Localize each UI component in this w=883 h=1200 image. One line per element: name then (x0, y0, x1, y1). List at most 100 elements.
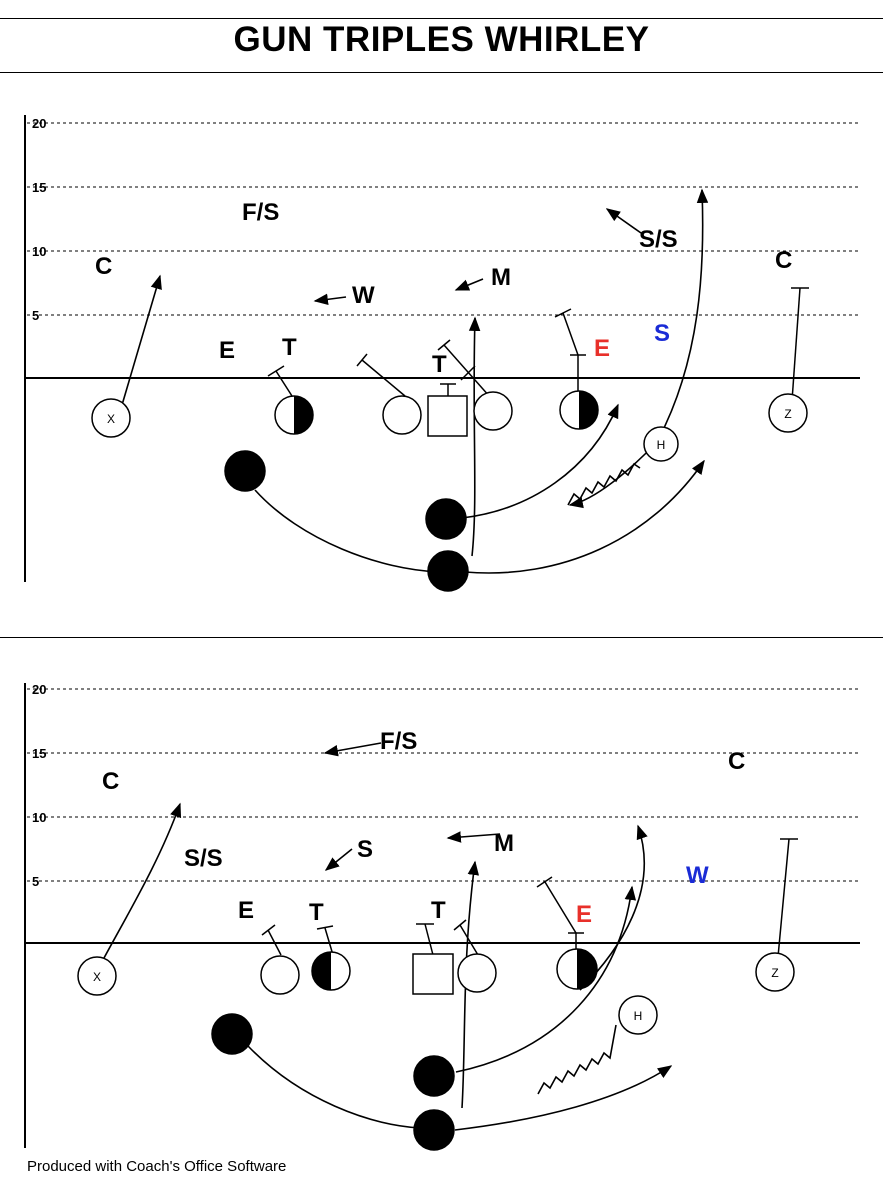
tackle-half-fill (579, 391, 598, 429)
yard-label: 20 (32, 116, 46, 131)
player-label: Z (771, 966, 778, 980)
yard-label: 5 (32, 308, 39, 323)
footer-credit: Produced with Coach's Office Software (27, 1158, 287, 1175)
defender-label: E (219, 337, 235, 364)
receiver-z (755, 952, 795, 992)
defender-label: S/S (184, 845, 223, 872)
block-line (443, 344, 491, 398)
route-back-sweep (254, 489, 441, 573)
route-h (657, 188, 709, 441)
receiver-h (643, 426, 679, 462)
defender-label: E (576, 901, 592, 928)
title-bottom-rule (0, 72, 883, 73)
defender-label: T (431, 897, 446, 924)
defender-label: M (494, 830, 514, 857)
receiver-x (91, 398, 131, 438)
defender-drop-arrow (446, 831, 501, 843)
block-line (562, 312, 579, 356)
tackle-half-fill (577, 949, 597, 989)
defender-label: T (432, 351, 447, 378)
defender-label: W (686, 862, 709, 889)
back-filled (413, 1055, 455, 1097)
yard-label: 10 (32, 244, 46, 259)
block-line (459, 924, 479, 956)
play-panel-1: 20 15 10 5 C F/S S/S C W M E T T E S (24, 115, 860, 592)
title-bar: GUN TRIPLES WHIRLEY (0, 0, 883, 75)
player-label: X (107, 412, 115, 426)
route-pitch (464, 459, 705, 574)
route-qb-run (468, 316, 481, 557)
block-line (267, 929, 282, 956)
route-x (103, 802, 182, 959)
guard (260, 955, 300, 995)
receiver-h (618, 995, 658, 1035)
yard-label: 15 (32, 180, 46, 195)
defender-label: W (352, 282, 375, 309)
defender-label: S (654, 320, 670, 347)
guard (382, 395, 422, 435)
defender-drop-arrow (605, 208, 642, 234)
yard-label: 10 (32, 810, 46, 825)
route-qb-run (461, 860, 480, 1109)
back-filled (224, 450, 266, 492)
title-top-rule (0, 18, 883, 19)
panel-divider (0, 637, 883, 638)
defender-label: T (309, 899, 324, 926)
defender-label: E (594, 335, 610, 362)
yard-label: 20 (32, 682, 46, 697)
motion-return (568, 443, 656, 509)
player-label: H (634, 1009, 643, 1023)
defender-drop-arrow (454, 278, 484, 291)
defender-drop-arrow (323, 742, 382, 757)
defender-label: F/S (242, 199, 279, 226)
block-line (324, 927, 334, 956)
guard (457, 953, 497, 993)
center-square (412, 953, 454, 995)
block-head (536, 876, 553, 888)
quarterback-filled (413, 1109, 455, 1151)
yard-label: 15 (32, 746, 46, 761)
tackle-half-fill (312, 952, 331, 990)
route-pitch (454, 1065, 673, 1131)
motion-zigzag (567, 462, 641, 506)
defender-drop-arrow (324, 848, 353, 871)
block-head (267, 365, 285, 377)
block-head (316, 925, 334, 930)
defender-label: E (238, 897, 254, 924)
player-label: X (93, 970, 101, 984)
defender-label: S/S (639, 226, 678, 253)
player-label: H (657, 438, 666, 452)
quarterback-filled (427, 550, 469, 592)
defender-label: C (728, 748, 745, 775)
back-filled (211, 1013, 253, 1055)
block-head (453, 919, 467, 931)
block-line (460, 365, 476, 381)
defender-label: F/S (380, 728, 417, 755)
route-back (461, 403, 619, 519)
defender-label: C (102, 768, 119, 795)
motion-zigzag (537, 1024, 617, 1095)
page-title: GUN TRIPLES WHIRLEY (233, 20, 650, 59)
defender-label: C (95, 253, 112, 280)
block-line (275, 370, 293, 397)
block-head (554, 308, 572, 318)
defender-label: C (775, 247, 792, 274)
route-back (455, 885, 637, 1073)
block-line (544, 881, 577, 934)
block-line (791, 287, 801, 402)
center-square (427, 395, 468, 437)
play-panel-2: 20 15 10 5 F/S C C M S/S S W E T T E (24, 682, 860, 1151)
yard-label: 5 (32, 874, 39, 889)
block-head (437, 339, 451, 351)
receiver-z (768, 393, 808, 433)
block-head (356, 353, 368, 367)
block-line (361, 359, 406, 397)
receiver-x (77, 956, 117, 996)
back-filled (425, 498, 467, 540)
tackle-half-fill (294, 396, 313, 434)
player-label: Z (784, 407, 791, 421)
route-back-sweep (247, 1045, 421, 1129)
block-line (424, 923, 434, 956)
defender-label: T (282, 334, 297, 361)
